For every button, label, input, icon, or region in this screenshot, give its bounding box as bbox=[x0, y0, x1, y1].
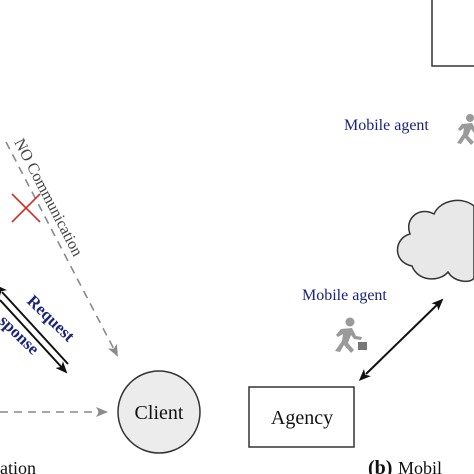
response-label: sponse bbox=[0, 311, 43, 358]
top-right-box bbox=[431, 0, 474, 67]
running-agent-icon bbox=[457, 114, 474, 145]
client-label: Client bbox=[135, 402, 184, 424]
blocked-cross-icon bbox=[11, 193, 41, 223]
caption-left: ation bbox=[0, 458, 36, 474]
mobile-agent-label-mid: Mobile agent bbox=[302, 287, 387, 304]
no-communication-label: NO Communication bbox=[10, 136, 85, 259]
no-communication-link bbox=[5, 141, 118, 357]
cloud-icon bbox=[396, 199, 474, 283]
mobile-agent-label-top: Mobile agent bbox=[344, 117, 429, 134]
agency-cloud-link bbox=[358, 298, 444, 381]
agency-label: Agency bbox=[271, 407, 333, 429]
running-agent-icon bbox=[335, 317, 367, 353]
client-node bbox=[117, 370, 201, 454]
agency-node bbox=[248, 386, 355, 448]
caption-right-text: Mobil bbox=[398, 458, 442, 474]
caption-right-letter: (b) bbox=[368, 457, 392, 474]
request-arrow bbox=[0, 299, 68, 374]
response-arrow bbox=[0, 284, 69, 365]
